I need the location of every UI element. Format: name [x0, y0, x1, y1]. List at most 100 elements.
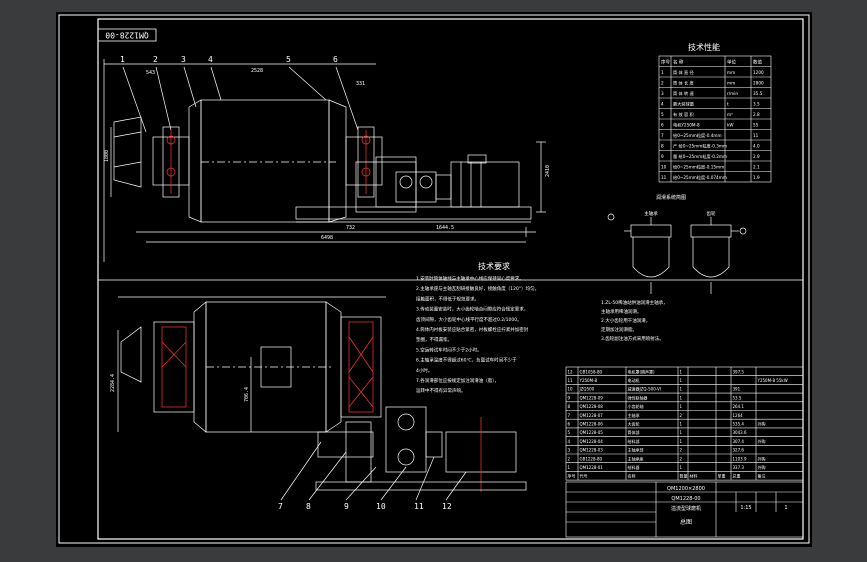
lube-label-left: 主轴承	[644, 210, 658, 217]
bom-cell: QM1228-06	[580, 422, 604, 427]
bom-header: 备注	[758, 473, 766, 479]
tech-params-header: 数值	[753, 59, 762, 66]
bom-header: 数量	[680, 473, 688, 479]
drawing-sheet: QM1228-00	[56, 12, 812, 547]
bom-cell: 筒体部	[628, 429, 640, 435]
drawing-canvas: QM1228-00	[58, 14, 810, 544]
tech-req-line: 接触面积，不得低于规范要求。	[416, 295, 479, 302]
bom-header: 名称	[628, 473, 636, 479]
dim-2284: 2284.4	[110, 374, 116, 392]
tech-params-cell: mm	[727, 81, 735, 86]
bom-header: 总重	[733, 473, 741, 479]
bom-cell: 8	[568, 404, 571, 409]
bom-header: 单重	[718, 473, 726, 479]
callout-7: 7	[278, 502, 283, 511]
tech-params-cell: 给0~25mm粒度-0.15mm	[673, 164, 724, 171]
lube-note-line: 主轴承用稀油润滑。	[601, 308, 642, 315]
tech-params-cell: 2	[661, 81, 664, 86]
bom-cell: 3043.6	[733, 430, 747, 435]
callout-2: 2	[153, 55, 158, 64]
bom-cell: 主轴承部	[628, 447, 644, 453]
bom-cell: 减速器JZQ-500-VI	[628, 386, 661, 392]
tech-req-line: 4.筒体内衬板安装应贴合紧密，衬板螺栓应拧紧并加密封	[416, 326, 529, 333]
tech-params-cell: 量 给0~25mm粒度-0.2mm	[673, 153, 727, 160]
callout-1: 1	[120, 55, 125, 64]
bom-cell: 535.4	[733, 422, 745, 427]
callout-3: 3	[181, 55, 186, 64]
callout-4: 4	[208, 55, 213, 64]
bom-cell: 337.3	[733, 465, 745, 470]
title-block: QM1200×2800 QM1228-00 溢流型球磨机 总图 1:15 1	[565, 481, 804, 538]
bom-cell: 2	[680, 448, 683, 453]
bom-cell: 5	[568, 430, 571, 435]
tech-params-cell: 11	[753, 133, 759, 138]
bom-cell: JZQ500	[579, 387, 595, 392]
bom-cell: 1	[680, 465, 683, 470]
tech-params-cell: 产 给0~25mm粒度-0.3mm	[673, 143, 727, 150]
tech-params-cell: 1	[661, 70, 664, 75]
title-block-sub: 总图	[680, 518, 692, 526]
tech-params-cell: 1200	[753, 70, 764, 75]
callout-11: 11	[414, 502, 424, 511]
callout-8: 8	[306, 502, 311, 511]
tech-req-line: 运转中不得有异常声响。	[416, 387, 466, 394]
dim-2528: 2528	[251, 68, 263, 74]
tech-params-cell: 35.5	[753, 91, 763, 96]
top-callouts: 1 2 3 4 5 6	[120, 55, 338, 64]
bom-cell: 1264	[733, 413, 744, 418]
tech-params-cell: 4	[661, 102, 664, 107]
dim-6498: 6498	[321, 235, 333, 241]
tech-req-line: 3.传动装置安装时，大小齿轮啮合间隙应符合规定要求，	[416, 306, 528, 313]
bom-cell: QM1228-05	[580, 430, 604, 435]
title-sheet: 1	[784, 505, 787, 511]
bom-cell: 1	[680, 404, 683, 409]
tech-params-cell: 筒 体 转 速	[673, 90, 695, 97]
tech-params-header: 单位	[727, 59, 736, 66]
bom-cell: 电机罩(隔声罩)	[628, 368, 656, 374]
lube-note-line: 3.齿轮副注油方式采用喷射法。	[601, 335, 664, 342]
tech-params-cell: 给0~25mm粒度-0.074mm	[673, 174, 727, 181]
title-drawing-no: QM1228-00	[671, 496, 700, 502]
bom-header: 代号	[580, 473, 588, 479]
tech-params-cell: 2.8	[753, 112, 760, 117]
title-model: QM1200×2800	[667, 486, 705, 492]
bom-cell: 307.4	[733, 439, 745, 444]
bom-cell: 1103.9	[733, 456, 747, 461]
bom-cell: 外购	[758, 464, 766, 470]
elevation-view	[103, 59, 546, 262]
bom-cell: 327.6	[733, 448, 745, 453]
bom-cell: 2	[680, 413, 683, 418]
bom-cell: 给料部	[628, 438, 640, 444]
tech-params-cell: 1.9	[753, 175, 760, 180]
bom-cell: 10	[568, 387, 574, 392]
bom-cell: 1	[680, 378, 683, 383]
bom-cell: 2	[568, 456, 571, 461]
bom-cell: 外购	[758, 455, 766, 461]
callout-6: 6	[333, 55, 338, 64]
title-scale: 1:15	[740, 505, 751, 511]
tech-params-cell: 3.5	[753, 102, 760, 107]
drawing-number-box: QM1228-00	[97, 28, 157, 42]
tech-params-cell: kW	[727, 123, 734, 128]
tech-params-cell: 筒 体 长 度	[673, 80, 695, 87]
title-block-name: 溢流型球磨机	[671, 505, 701, 512]
bom-cell: 1	[680, 439, 683, 444]
bom-cell: 主轴承	[628, 412, 640, 418]
lube-label-right: 齿轮	[707, 210, 716, 217]
bom-cell: 3	[568, 448, 571, 453]
bom-cell: QM1228-04	[580, 439, 604, 444]
bom-cell: 外购	[758, 438, 766, 444]
tech-params-cell: 8	[661, 144, 664, 149]
callout-10: 10	[376, 502, 386, 511]
bom-cell: 7	[568, 413, 571, 418]
bom-cell: 6	[568, 422, 571, 427]
bom-cell: Y250M-8	[579, 378, 598, 383]
bom-header: 材料	[690, 473, 698, 479]
dim-543: 543	[146, 70, 155, 76]
tech-params-cell: 3	[661, 91, 664, 96]
dim-732: 732	[346, 225, 355, 231]
tech-params-cell: r/min	[727, 91, 738, 96]
